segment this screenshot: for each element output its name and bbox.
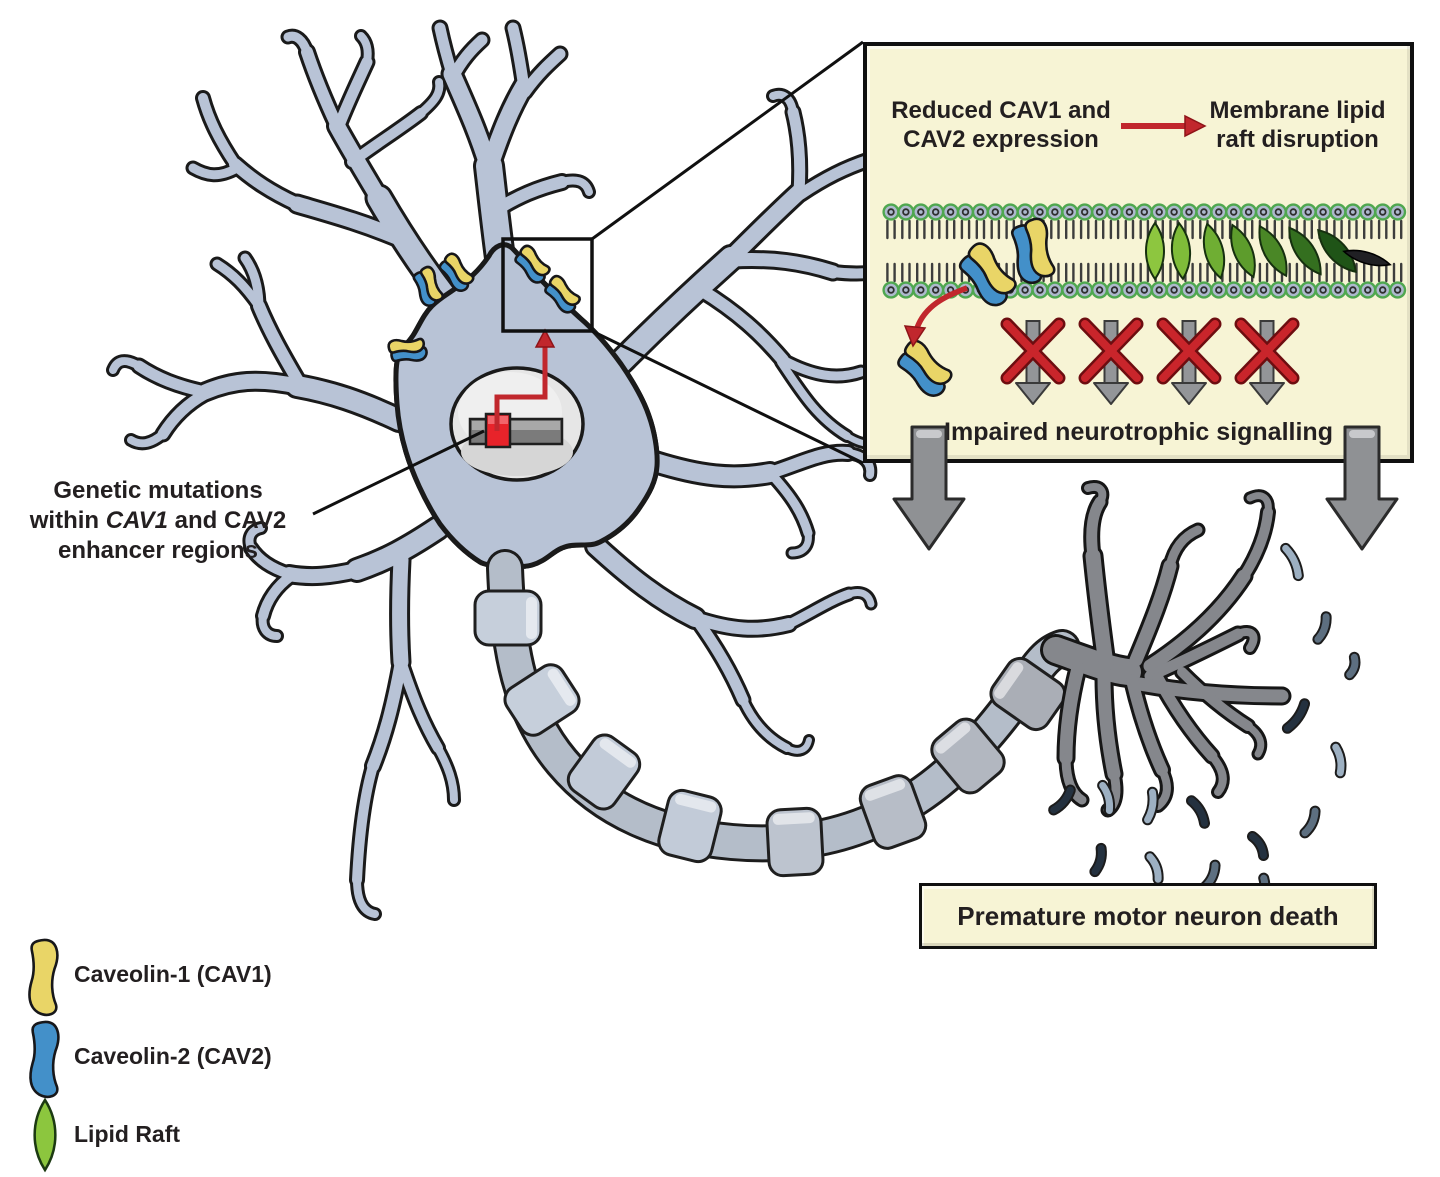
zoom-source-box <box>501 237 594 333</box>
gene-enhancer <box>468 412 564 449</box>
zoom-connector-bottom <box>591 329 864 465</box>
genetic-mutations-label: Genetic mutations within CAV1 and CAV2 e… <box>2 476 314 566</box>
effect-line-2: raft disruption <box>1216 126 1379 153</box>
inset-cause-label: Reduced CAV1 and CAV2 expression <box>875 96 1127 154</box>
lipid-raft-legend-lens <box>33 1097 57 1173</box>
genetic-label-pointer-line <box>312 429 485 516</box>
cause-line-2: CAV2 expression <box>903 126 1099 153</box>
gene-to-membrane-arrow <box>494 328 556 431</box>
genetic-line-1: Genetic mutations <box>53 477 263 504</box>
terminal-debris <box>1048 542 1361 904</box>
membrane-inset-panel: Reduced CAV1 and CAV2 expression Membran… <box>863 42 1414 463</box>
genetic-line-2a: within <box>29 507 106 534</box>
cause-effect-arrow <box>1121 114 1207 138</box>
lipid-rafts <box>1144 221 1392 281</box>
genetic-line-2c: and CAV2 <box>167 507 287 534</box>
membrane-cav-pairs <box>387 244 581 363</box>
cause-line-1: Reduced CAV1 and <box>891 97 1111 124</box>
premature-death-label: Premature motor neuron death <box>957 900 1339 931</box>
cav1-legend-bean <box>28 938 59 1017</box>
inset-cav-pairs <box>897 217 1056 397</box>
inset-graphics <box>882 114 1407 405</box>
premature-death-box: Premature motor neuron death <box>919 883 1377 949</box>
genetic-line-2b: CAV1 <box>105 507 168 534</box>
myelin-sheath <box>473 589 1067 878</box>
cav-release-arrow <box>903 285 968 348</box>
legend-label-lipid-raft: Lipid Raft <box>74 1121 181 1147</box>
legend-label-cav1: Caveolin-1 (CAV1) <box>74 961 272 987</box>
impaired-signalling-label: Impaired neurotrophic signalling <box>944 418 1333 446</box>
axon-terminal <box>1043 483 1289 815</box>
inset-effect-label: Membrane lipid raft disruption <box>1195 96 1400 154</box>
blocked-signal-arrows <box>1000 317 1300 405</box>
legend-swatches <box>28 938 60 1173</box>
effect-line-1: Membrane lipid <box>1209 97 1386 124</box>
zoom-connector-top <box>591 40 864 241</box>
cav2-legend-bean <box>29 1020 60 1099</box>
legend-label-cav2: Caveolin-2 (CAV2) <box>74 1043 272 1069</box>
genetic-line-3: enhancer regions <box>57 537 259 564</box>
